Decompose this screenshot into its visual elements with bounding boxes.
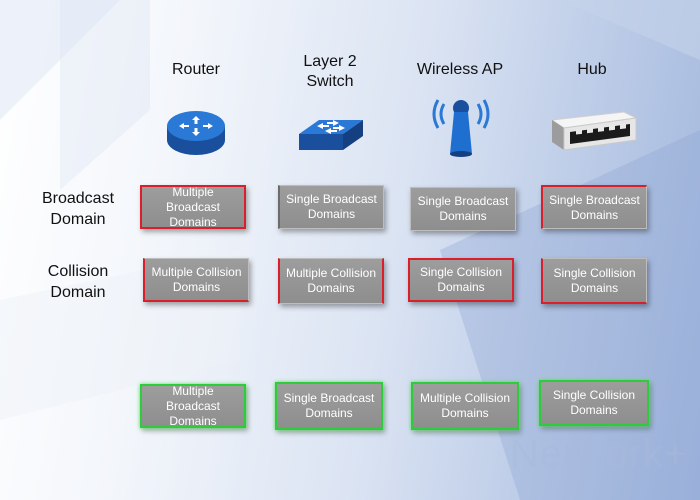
hub-icon	[550, 111, 638, 151]
switch-answer-box[interactable]: Single Broadcast Domains	[275, 382, 383, 430]
watermark-text: Network+	[510, 432, 689, 476]
hub-collision-box[interactable]: Single Collision Domains	[541, 258, 647, 304]
router-broadcast-box[interactable]: Multiple Broadcast Domains	[140, 185, 246, 229]
column-header-router: Router	[171, 61, 221, 78]
column-header-switch: Layer 2 Switch	[303, 53, 357, 90]
hub-broadcast-box[interactable]: Single Broadcast Domains	[541, 185, 647, 229]
hub-answer-box[interactable]: Single Collision Domains	[539, 380, 649, 426]
box-label: Single Broadcast Domains	[283, 391, 375, 420]
row-label-collision-domain: Collision Domain	[47, 263, 109, 301]
switch-broadcast-box[interactable]: Single Broadcast Domains	[278, 185, 384, 229]
box-label: Multiple Collision Domains	[151, 264, 242, 294]
box-label: Multiple Collision Domains	[285, 266, 377, 295]
switch-icon	[299, 120, 363, 150]
column-header-hub: Hub	[577, 61, 607, 78]
wireless-ap-answer-box[interactable]: Multiple Collision Domains	[411, 382, 519, 430]
box-label: Single Broadcast Domains	[417, 194, 509, 223]
box-label: Single Broadcast Domains	[286, 192, 377, 221]
router-answer-box[interactable]: Multiple Broadcast Domains	[140, 384, 246, 428]
wireless-ap-broadcast-box[interactable]: Single Broadcast Domains	[410, 187, 516, 231]
row-label-broadcast-domain: Broadcast Domain	[41, 190, 115, 228]
column-header-wireless-ap: Wireless AP	[416, 61, 504, 78]
box-label: Single Collision Domains	[419, 265, 503, 294]
wireless-ap-collision-box[interactable]: Single Collision Domains	[408, 258, 514, 302]
wireless-ap-icon	[432, 99, 490, 157]
box-label: Single Collision Domains	[552, 388, 636, 417]
router-icon	[167, 111, 225, 155]
router-collision-box[interactable]: Multiple Collision Domains	[143, 258, 249, 302]
box-label: Multiple Collision Domains	[419, 391, 511, 420]
switch-collision-box[interactable]: Multiple Collision Domains	[278, 258, 384, 304]
box-label: Single Broadcast Domains	[549, 192, 640, 222]
box-label: Multiple Broadcast Domains	[165, 184, 221, 229]
box-label: Multiple Broadcast Domains	[165, 383, 221, 428]
box-label: Single Collision Domains	[553, 265, 636, 295]
